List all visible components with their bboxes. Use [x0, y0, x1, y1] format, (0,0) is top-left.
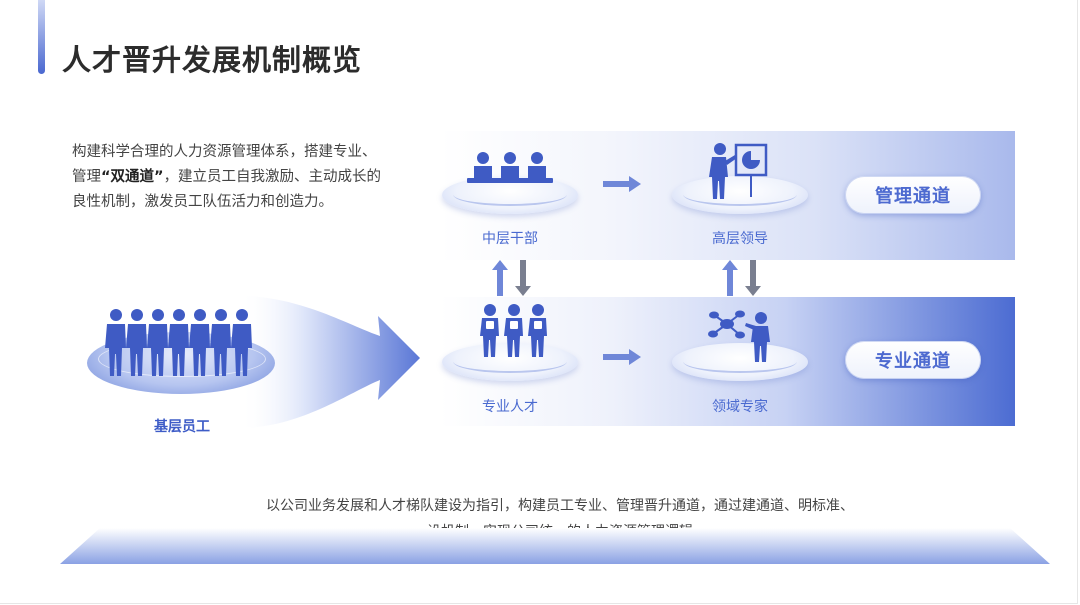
- intro-text-end: ，建立员工自我激励、主动成长的良性机制，激发员工队伍活力和创造力。: [72, 169, 382, 210]
- node-label-middle-cadre: 中层干部: [482, 231, 538, 247]
- intro-emphasis: “双通道”: [101, 169, 164, 185]
- arrows-up-down-icon: [492, 260, 531, 296]
- node-label-professional-talent: 专业人才: [482, 399, 538, 415]
- node-label-base-staff: 基层员工: [154, 419, 210, 435]
- node-label-senior-leader: 高层领导: [712, 231, 768, 247]
- page-title: 人才晋升发展机制概览: [62, 43, 363, 77]
- funnel-arrow-icon: [240, 296, 420, 428]
- senior-leader-pedestal: [672, 176, 808, 214]
- presenter-chart-icon: [709, 143, 768, 199]
- group-seated-icon: [467, 152, 553, 183]
- footer-line-1: 以公司业务发展和人才梯队建设为指引，构建员工专业、管理晋升通道，通过建通道、明标…: [266, 498, 854, 514]
- title-accent-bar: [38, 0, 45, 74]
- intro-paragraph: 构建科学合理的人力资源管理体系，搭建专业、管理“双通道”，建立员工自我激励、主动…: [72, 140, 384, 215]
- domain-expert-pedestal: [672, 343, 808, 381]
- business-people-icon: [480, 304, 547, 357]
- arrows-up-down-icon: [722, 260, 761, 296]
- footer-base-platform: [60, 528, 1050, 564]
- management-channel-badge: 管理通道: [845, 176, 981, 214]
- intro-text-start: 构建科学合理的人力资源管理体系，搭建专业、管理: [72, 144, 377, 185]
- arrow-right-icon: [603, 176, 641, 192]
- professional-channel-badge: 专业通道: [845, 341, 981, 379]
- staff-crowd-icon: [105, 309, 252, 376]
- arrow-right-icon: [603, 349, 641, 365]
- mindmap-presenter-icon: [708, 310, 770, 362]
- node-label-domain-expert: 领域专家: [712, 399, 768, 415]
